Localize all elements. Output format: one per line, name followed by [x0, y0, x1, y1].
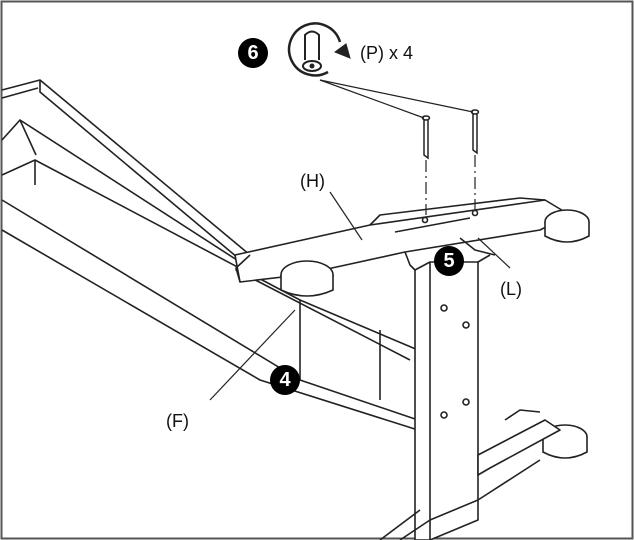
lower-bar — [379, 409, 561, 540]
screws-p — [421, 109, 480, 160]
part-f-label: (F) — [166, 411, 189, 431]
part-p-quantity-label: (P) x 4 — [360, 43, 414, 63]
step-6-badge: 6 — [238, 38, 268, 68]
glide-right-top — [544, 209, 590, 243]
guide-lines — [425, 155, 476, 215]
glide-right-bottom — [542, 424, 588, 459]
rotate-bolt-icon — [287, 22, 351, 77]
bracket-h — [234, 197, 571, 283]
step-5-badge: 5 — [434, 246, 464, 276]
step-4-badge: 4 — [270, 365, 300, 395]
part-l-label: (L) — [500, 279, 522, 299]
glide-left — [280, 260, 334, 297]
leg — [414, 254, 491, 540]
part-h-label: (H) — [300, 171, 325, 191]
callout-lines — [209, 79, 511, 401]
